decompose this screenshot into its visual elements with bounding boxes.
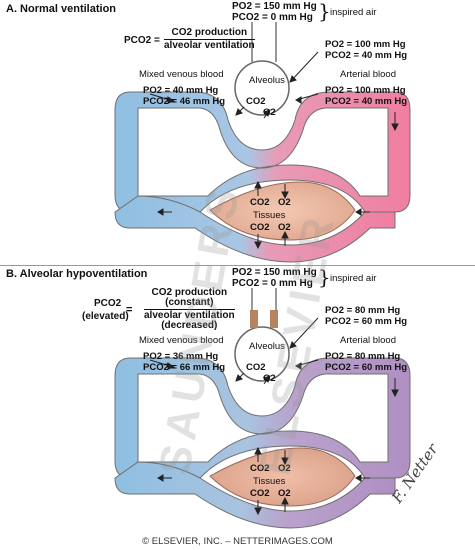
alveolus-co2: CO2 bbox=[246, 362, 266, 373]
arterial-po2: PO2 = 80 mm Hg bbox=[325, 351, 401, 362]
inspired-air-label: inspired air bbox=[330, 273, 377, 284]
equation-numerator: CO2 production bbox=[151, 287, 228, 298]
inspired-air-label: inspired air bbox=[330, 7, 377, 18]
panel-divider bbox=[0, 265, 475, 266]
equation-denominator-qualifier: (decreased) bbox=[161, 320, 218, 331]
alveolus-circle bbox=[234, 60, 290, 116]
alveolus-co2: CO2 bbox=[246, 96, 266, 107]
venous-po2: PO2 = 40 mm Hg bbox=[143, 85, 219, 96]
copyright-notice: © ELSEVIER, INC. – NETTERIMAGES.COM bbox=[142, 536, 333, 547]
alveolar-pco2: PCO2 = 60 mm Hg bbox=[325, 316, 408, 327]
tissue-bottom-o2: O2 bbox=[278, 488, 291, 499]
lower-vessel-loop bbox=[114, 195, 396, 263]
venous-pco2: PCO2 = 46 mm Hg bbox=[143, 96, 226, 107]
arterial-po2: PO2 = 100 mm Hg bbox=[325, 85, 406, 96]
alveolar-pco2: PCO2 = 40 mm Hg bbox=[325, 50, 408, 61]
equation-denominator: alveolar ventilation bbox=[144, 309, 235, 321]
arterial-label: Arterial blood bbox=[340, 69, 396, 80]
airway-narrowing-left bbox=[250, 310, 258, 328]
equation-lhs: PCO2 bbox=[94, 298, 122, 309]
alveolar-po2: PO2 = 100 mm Hg bbox=[325, 39, 406, 50]
equation-lhs: PCO2 = bbox=[124, 35, 160, 46]
equation-numerator-qualifier: (constant) bbox=[165, 297, 214, 308]
alveolus-label: Alveolus bbox=[249, 341, 285, 352]
inspired-pco2: PCO2 = 0 mm Hg bbox=[232, 12, 313, 23]
flow-arrows bbox=[149, 51, 399, 250]
tissues-label: Tissues bbox=[253, 210, 286, 221]
equation-numerator: CO2 production bbox=[171, 27, 248, 38]
venous-po2: PO2 = 36 mm Hg bbox=[143, 351, 219, 362]
inspired-po2: PO2 = 150 mm Hg bbox=[232, 1, 317, 12]
arterial-pco2: PCO2 = 40 mm Hg bbox=[325, 96, 408, 107]
equation-equals: = bbox=[126, 304, 133, 316]
tissues-label: Tissues bbox=[253, 476, 286, 487]
alveolus-circle bbox=[234, 326, 290, 382]
equation-fraction: CO2 production alveolar ventilation bbox=[164, 28, 255, 51]
equation-lhs-qualifier: (elevated) bbox=[82, 311, 129, 322]
panel-alveolar-hypoventilation: B. Alveolar hypoventilation PO2 = 150 mm… bbox=[0, 266, 475, 530]
alveolus-label: Alveolus bbox=[249, 75, 285, 86]
tissue-region bbox=[209, 447, 356, 507]
inspired-po2: PO2 = 150 mm Hg bbox=[232, 267, 317, 278]
inspired-brace: } bbox=[318, 0, 331, 23]
inspired-pco2: PCO2 = 0 mm Hg bbox=[232, 278, 313, 289]
airway-narrowing-right bbox=[270, 310, 278, 328]
panel-a-title: A. Normal ventilation bbox=[6, 3, 117, 15]
tissue-bottom-co2: CO2 bbox=[250, 222, 270, 233]
panel-b-title: B. Alveolar hypoventilation bbox=[6, 268, 148, 280]
alveolus-o2: O2 bbox=[263, 107, 276, 118]
tissue-top-o2: O2 bbox=[278, 463, 291, 474]
tissue-top-co2: CO2 bbox=[250, 463, 270, 474]
equation-fraction: CO2 production (constant) alveolar venti… bbox=[144, 288, 235, 331]
flow-arrows bbox=[149, 317, 399, 516]
alveolus-o2: O2 bbox=[263, 373, 276, 384]
arterial-pco2: PCO2 = 60 mm Hg bbox=[325, 362, 408, 373]
venous-pco2: PCO2 = 66 mm Hg bbox=[143, 362, 226, 373]
inspired-brace: } bbox=[318, 265, 331, 289]
tissue-top-o2: O2 bbox=[278, 197, 291, 208]
alveolar-po2: PO2 = 80 mm Hg bbox=[325, 305, 401, 316]
circulation-diagram-a bbox=[114, 22, 411, 263]
tissue-bottom-o2: O2 bbox=[278, 222, 291, 233]
equation-denominator: alveolar ventilation bbox=[164, 39, 255, 51]
arterial-label: Arterial blood bbox=[340, 335, 396, 346]
circulation-diagram-b bbox=[114, 288, 411, 529]
tissue-top-co2: CO2 bbox=[250, 197, 270, 208]
mixed-venous-label: Mixed venous blood bbox=[139, 69, 224, 80]
lower-vessel-loop bbox=[114, 461, 396, 529]
tissue-bottom-co2: CO2 bbox=[250, 488, 270, 499]
tissue-region bbox=[209, 181, 356, 241]
mixed-venous-label: Mixed venous blood bbox=[139, 335, 224, 346]
panel-normal-ventilation: A. Normal ventilation PO2 = 150 mm Hg PC… bbox=[0, 0, 475, 266]
